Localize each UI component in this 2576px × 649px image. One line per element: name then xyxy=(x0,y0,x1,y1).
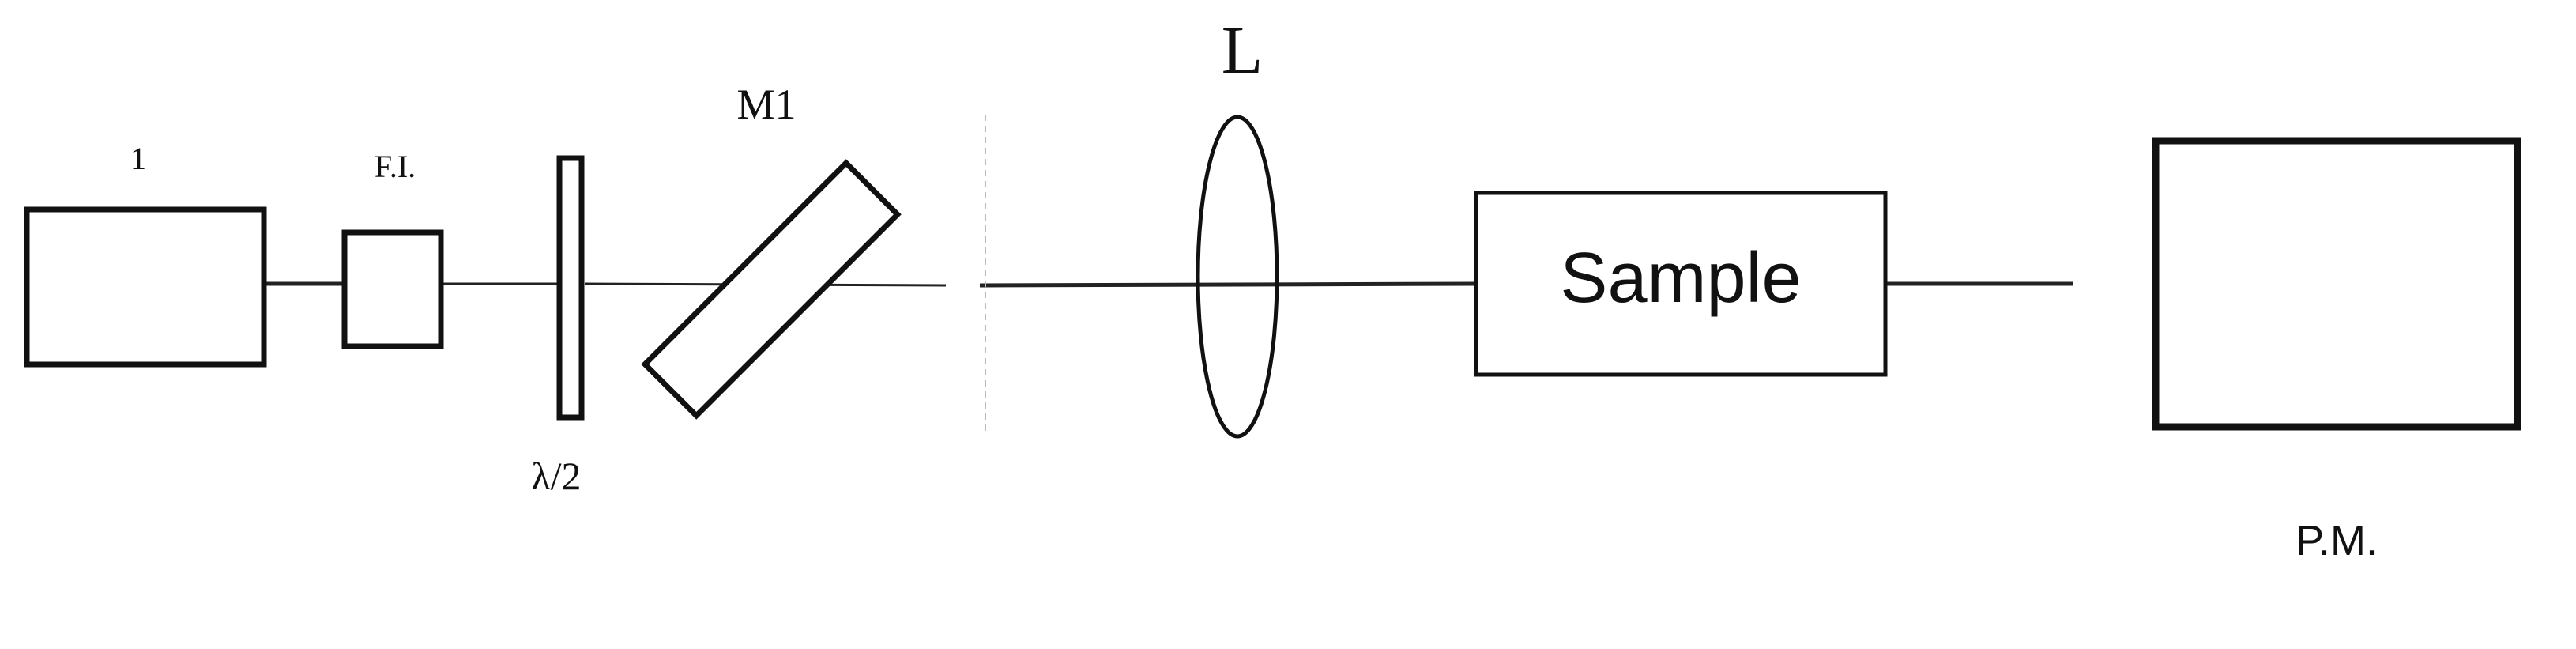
lens-label: L xyxy=(1222,12,1264,88)
sample-box xyxy=(1474,191,1888,377)
beam-segment-mirror-to-sample xyxy=(979,281,1477,288)
faraday-isolator-label: F.I. xyxy=(375,149,416,184)
power-meter-box xyxy=(2152,137,2521,431)
laser-box xyxy=(24,206,267,368)
sample-label: Sample xyxy=(1560,239,1801,318)
half-wave-plate-label: λ/2 xyxy=(531,454,581,498)
faraday-isolator-box xyxy=(341,229,444,349)
mirror-m1 xyxy=(641,159,902,420)
half-wave-plate xyxy=(556,155,585,421)
mirror-m1-label: M1 xyxy=(736,81,796,128)
power-meter-label: P.M. xyxy=(2295,517,2378,564)
lens xyxy=(1196,115,1279,439)
laser-label: 1 xyxy=(130,141,146,176)
